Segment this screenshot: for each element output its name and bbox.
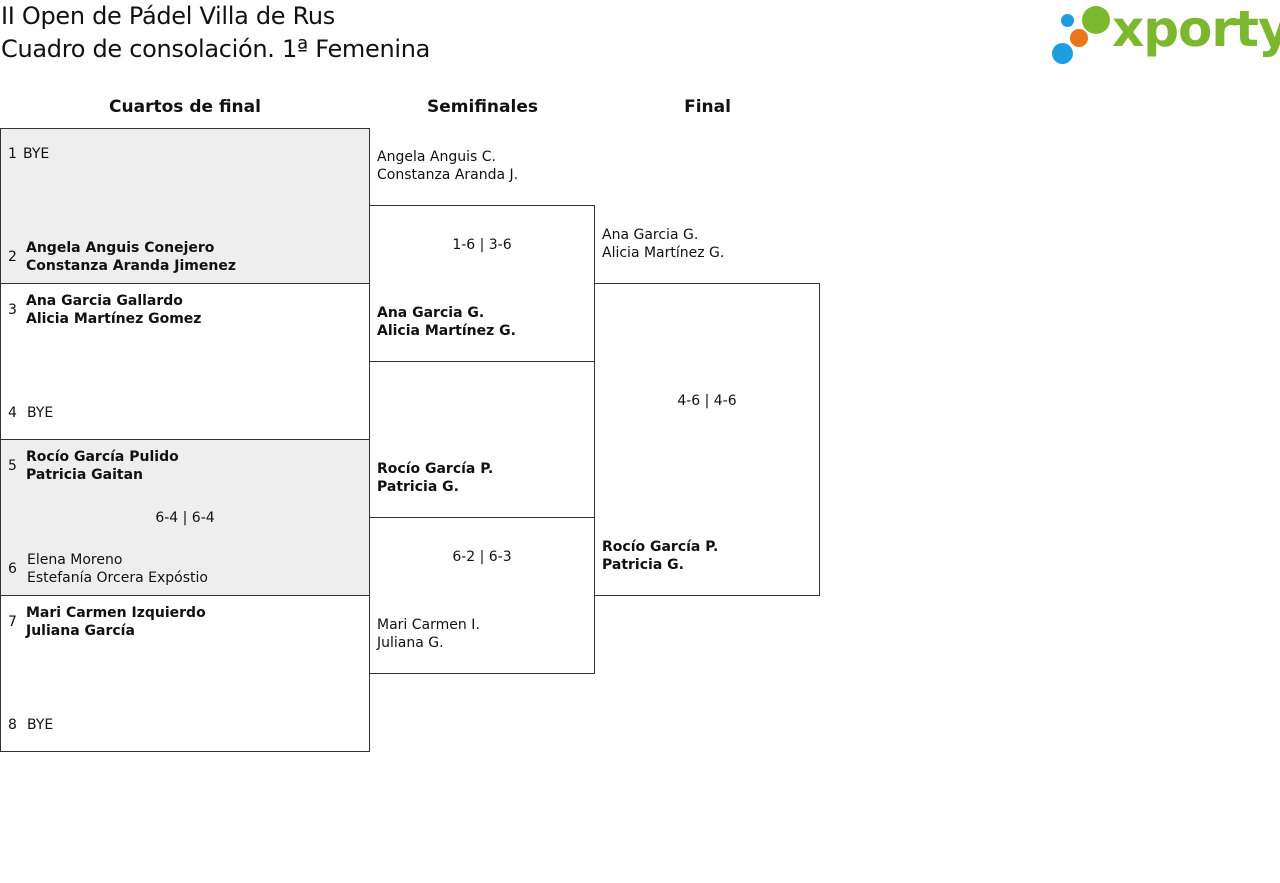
- orange-dot-icon: [1070, 29, 1088, 47]
- match-score: 6-4 | 6-4: [155, 510, 215, 526]
- match-score: 6-2 | 6-3: [452, 549, 512, 565]
- player-name: Rocío García Pulido: [26, 449, 179, 465]
- seed-number: 3: [8, 302, 17, 318]
- player-name: Alicia Martínez G.: [377, 323, 516, 339]
- player-name: Patricia G.: [602, 557, 684, 573]
- round-header-semifinals: Semifinales: [427, 97, 538, 117]
- round-header-final: Final: [684, 97, 731, 117]
- seed-number: 4: [8, 405, 17, 421]
- player-name: Mari Carmen Izquierdo: [26, 605, 206, 621]
- player-name: BYE: [23, 146, 50, 162]
- player-name: Juliana García: [26, 623, 135, 639]
- player-name: Angela Anguis C.: [377, 149, 496, 165]
- logo-wordmark: xporty: [1112, 0, 1280, 58]
- seed-number: 8: [8, 717, 17, 733]
- player-name: Rocío García P.: [602, 539, 719, 555]
- match-score: 4-6 | 4-6: [677, 393, 737, 409]
- seed-number: 1: [8, 146, 17, 162]
- player-name: Estefanía Orcera Expóstio: [27, 570, 208, 586]
- player-name: Angela Anguis Conejero: [26, 240, 215, 256]
- player-name: BYE: [27, 405, 54, 421]
- xporty-logo: xporty: [1052, 0, 1280, 66]
- player-name: BYE: [27, 717, 54, 733]
- seed-number: 5: [8, 458, 17, 474]
- player-name: Rocío García P.: [377, 461, 494, 477]
- green-dot-icon: [1082, 6, 1110, 34]
- player-name: Ana Garcia G.: [602, 227, 699, 243]
- player-name: Constanza Aranda Jimenez: [26, 258, 236, 274]
- seed-number: 6: [8, 561, 17, 577]
- player-name: Ana Garcia G.: [377, 305, 485, 321]
- player-name: Ana Garcia Gallardo: [26, 293, 183, 309]
- player-name: Juliana G.: [377, 635, 444, 651]
- player-name: Alicia Martínez G.: [602, 245, 725, 261]
- player-name: Mari Carmen I.: [377, 617, 480, 633]
- blue-dot-large-icon: [1052, 43, 1073, 64]
- player-name: Patricia G.: [377, 479, 459, 495]
- final-match: [594, 283, 820, 596]
- seed-number: 2: [8, 249, 17, 265]
- player-name: Alicia Martínez Gomez: [26, 311, 202, 327]
- blue-dot-icon: [1061, 14, 1074, 27]
- player-name: Patricia Gaitan: [26, 467, 143, 483]
- player-name: Elena Moreno: [27, 552, 123, 568]
- page-title: II Open de Pádel Villa de Rus: [1, 2, 336, 30]
- quarterfinal-match-1: [0, 128, 370, 284]
- player-name: Constanza Aranda J.: [377, 167, 519, 183]
- seed-number: 7: [8, 614, 17, 630]
- quarterfinal-match-3: [0, 439, 370, 596]
- page-subtitle: Cuadro de consolación. 1ª Femenina: [1, 35, 431, 63]
- round-header-quarterfinals: Cuartos de final: [109, 97, 261, 117]
- match-score: 1-6 | 3-6: [452, 237, 512, 253]
